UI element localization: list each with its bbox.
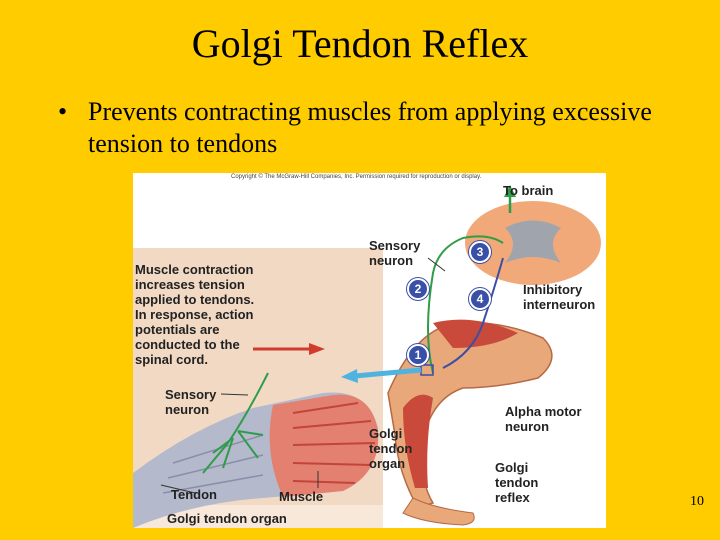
- label-muscle: Muscle: [279, 489, 324, 504]
- sensory-neuron-leader: [220, 393, 249, 396]
- label-alpha-motor-neuron: Alpha motor neuron: [505, 404, 582, 434]
- label-golgi-tendon-organ-bottom: Golgi tendon organ: [167, 511, 287, 526]
- sensory-neuron-fiber: [427, 235, 504, 374]
- step-marker-4: 4: [469, 288, 491, 310]
- step-marker-2: 2: [407, 278, 429, 300]
- label-to-brain: To brain: [503, 183, 554, 198]
- label-golgi-tendon-reflex: Golgi tendon reflex: [495, 460, 539, 505]
- spinal-gray-matter: [505, 220, 561, 263]
- step-marker-3: 3: [469, 241, 491, 263]
- figure-illustration: [133, 185, 601, 528]
- slide-title: Golgi Tendon Reflex: [191, 21, 529, 66]
- zoom-arrow: [354, 367, 422, 379]
- thigh-muscle: [433, 319, 518, 348]
- label-inhibitory-interneuron: Inhibitory interneuron: [523, 282, 596, 312]
- calf-muscle: [403, 394, 433, 488]
- label-sensory-neuron-left: Sensory neuron: [165, 387, 217, 417]
- bullet-text: Prevents contracting muscles from applyi…: [88, 97, 652, 158]
- sensory-neuron-top-leader: [427, 257, 446, 272]
- alpha-motor-neuron-fiber: [442, 257, 504, 369]
- copyright-notice: Copyright © The McGraw-Hill Companies, I…: [231, 174, 482, 180]
- tendon-leader: [160, 484, 196, 494]
- label-muscle-contraction: Muscle contraction increases tension app…: [135, 262, 255, 367]
- action-potential-arrowhead: [309, 343, 325, 355]
- zoom-arrowhead: [341, 369, 358, 383]
- inset-caption-band: [133, 505, 383, 528]
- page-number: 10: [690, 494, 704, 509]
- bullet-marker: •: [58, 97, 68, 126]
- gto-nerve-endings: [202, 372, 269, 474]
- bullet-item: • Prevents contracting muscles from appl…: [58, 96, 678, 160]
- label-tendon: Tendon: [171, 487, 217, 502]
- golgi-reflex-figure: Copyright © The McGraw-Hill Companies, I…: [133, 173, 606, 528]
- to-brain-arrow: [504, 185, 516, 197]
- muscle-fibers: [269, 394, 379, 497]
- label-sensory-neuron-top: Sensory neuron: [369, 238, 421, 268]
- foot: [402, 497, 475, 526]
- label-golgi-tendon-organ-mid: Golgi tendon organ: [369, 426, 413, 471]
- step-marker-1: 1: [407, 344, 429, 366]
- muscle-striations: [292, 402, 376, 484]
